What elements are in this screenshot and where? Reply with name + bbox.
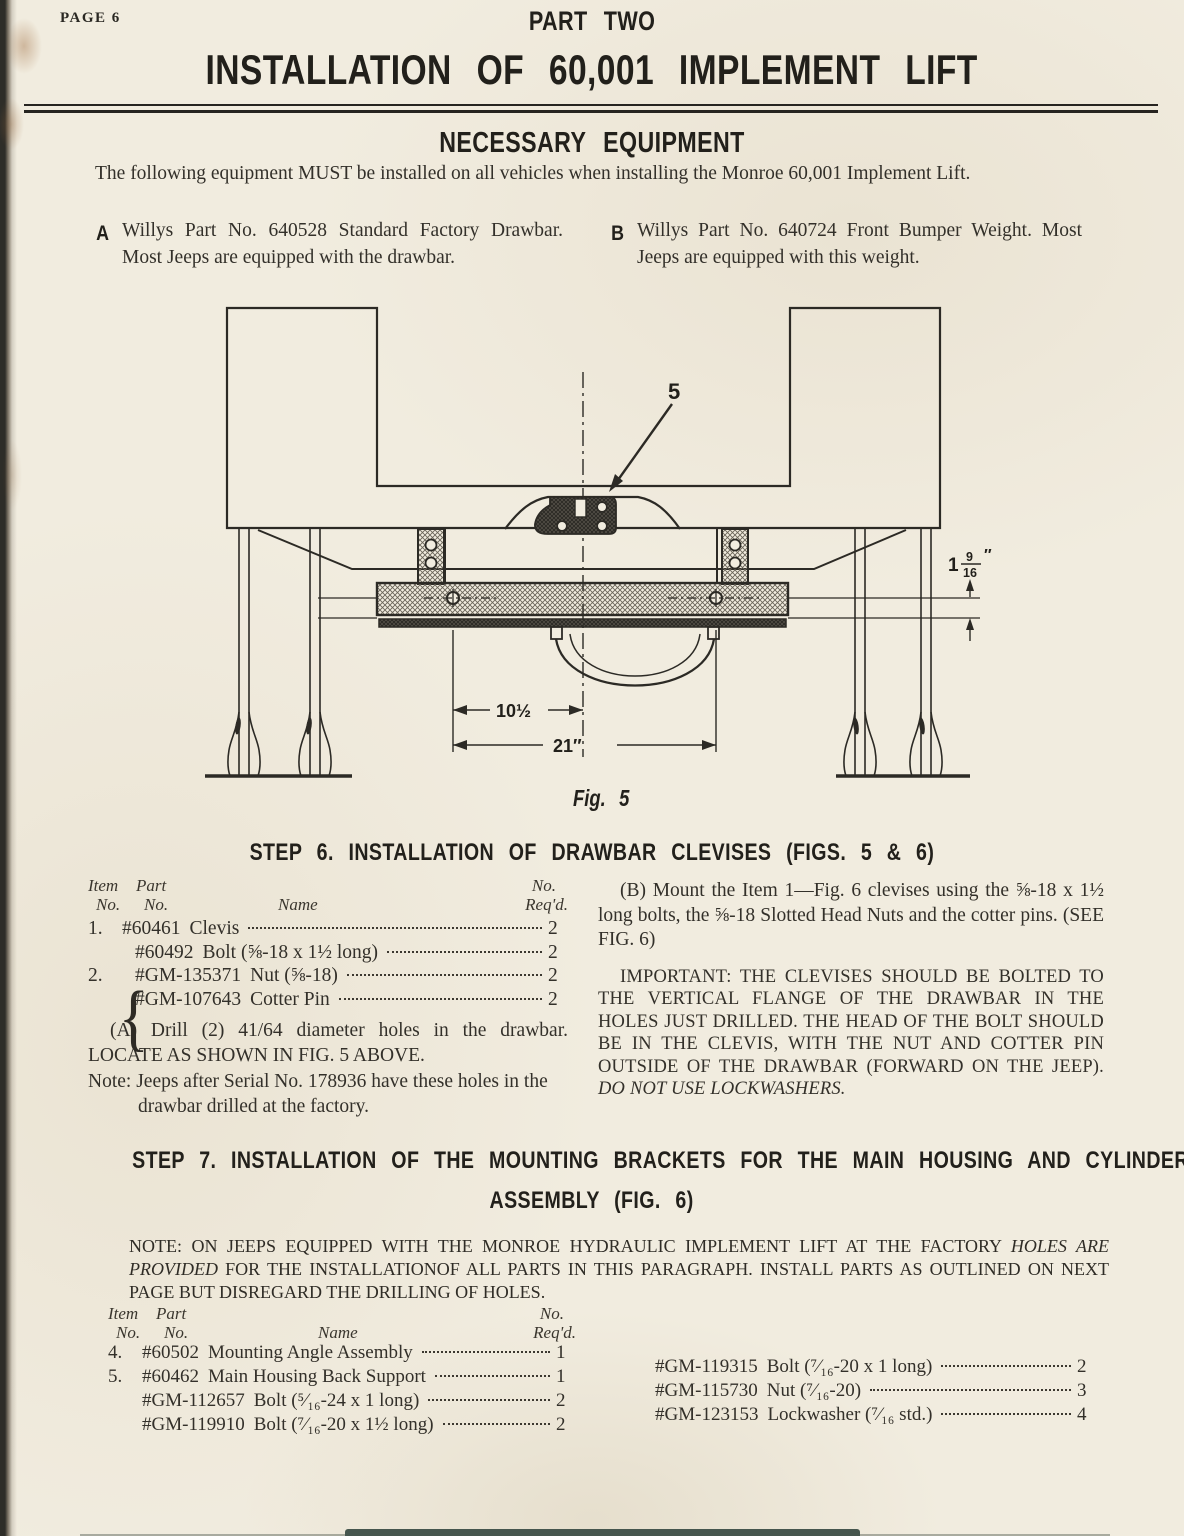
clevis-bracket-right (721, 528, 749, 585)
double-rule-divider (24, 104, 1158, 113)
dim-10-half (452, 630, 717, 752)
figure-caption: Fig. 5 (572, 785, 630, 811)
step6-right-column: (B) Mount the Item 1—Fig. 6 clevises usi… (598, 879, 1104, 1101)
dot-leader (941, 1412, 1071, 1415)
paper-stain (6, 18, 42, 74)
svg-text:16: 16 (963, 566, 977, 580)
item-a-label: A (96, 222, 110, 245)
dot-leader (387, 950, 542, 953)
svg-text:9: 9 (966, 550, 973, 564)
equipment-item-b: B Willys Part No. 640724 Front Bumper We… (610, 217, 1082, 271)
body-pan-line (257, 529, 907, 570)
paper-stain (0, 98, 24, 150)
svg-text:″: ″ (984, 547, 992, 564)
step6-left-column: Item No. Part No. Name No. Req'd. { 1. #… (88, 876, 568, 1119)
step6-note: Note: Jeeps after Serial No. 178936 have… (88, 1071, 548, 1117)
page-title: INSTALLATION OF 60,001 IMPLEMENT LIFT (205, 46, 979, 93)
scan-left-edge (0, 0, 17, 1536)
part-heading: PART TWO (528, 6, 656, 36)
intro-paragraph: The following equipment MUST be installe… (95, 163, 971, 184)
item-b-label: B (611, 222, 625, 245)
group-brace: { (118, 977, 149, 1059)
important-note: IMPORTANT: THE CLEVISES SHOULD BE BOLTED… (598, 966, 1104, 1100)
dot-leader (346, 973, 542, 976)
equipment-item-a: A Willys Part No. 640528 Standard Factor… (95, 217, 563, 271)
dim-label-10-half: 10½ (496, 701, 531, 721)
item-b-text: Willys Part No. 640724 Front Bumper Weig… (637, 220, 1082, 268)
figure-5-drawing: 5 10½ 21″ 1 9 16 ″ (205, 306, 992, 778)
clevis-bracket-left (417, 528, 445, 585)
figure-callout-5: 5 (668, 379, 680, 404)
step6-heading: STEP 6. INSTALLATION OF DRAWBAR CLEVISES… (249, 839, 935, 866)
dot-leader (870, 1388, 1071, 1391)
dot-leader (428, 1398, 550, 1401)
jeep-body-outline (225, 306, 942, 530)
paragraph-b: (B) Mount the Item 1—Fig. 6 clevises usi… (598, 880, 1104, 950)
dot-leader (442, 1422, 550, 1425)
dot-leader (248, 926, 542, 929)
dot-leader (421, 1350, 550, 1353)
step7-heading-line1: STEP 7. INSTALLATION OF THE MOUNTING BRA… (132, 1147, 1184, 1174)
spring-eyes (235, 717, 925, 735)
parts-table-header: Item No. Part No. Name No. Req'd. (88, 876, 568, 914)
item-a-text: Willys Part No. 640528 Standard Factory … (122, 220, 563, 268)
dot-leader (338, 997, 542, 1000)
callout-arrow (612, 403, 673, 488)
spring-hanger-legs (227, 529, 943, 777)
necessary-equipment-heading: NECESSARY EQUIPMENT (439, 127, 745, 159)
scan-bottom-strip (345, 1529, 860, 1536)
page-number-label: PAGE 6 (60, 10, 121, 26)
dim-21 (453, 740, 716, 750)
step7-left-table: Item No. Part No. Name No. Req'd. 4. #60… (108, 1304, 576, 1438)
dim-1-9-16 (961, 563, 981, 641)
dot-leader (434, 1374, 550, 1377)
svg-text:1: 1 (948, 555, 959, 576)
dot-leader (941, 1364, 1071, 1367)
paragraph-a: (A) Drill (2) 41/64 diameter holes in th… (88, 1020, 568, 1066)
step7-heading-line2: ASSEMBLY (FIG. 6) (489, 1187, 695, 1214)
parts-table-header: Item No. Part No. Name No. Req'd. (108, 1304, 576, 1342)
hitch-bowl (554, 638, 716, 687)
step7-note: NOTE: ON JEEPS EQUIPPED WITH THE MONROE … (129, 1236, 1109, 1302)
dim-label-21: 21″ (553, 736, 582, 756)
paper-stain (2, 440, 22, 510)
